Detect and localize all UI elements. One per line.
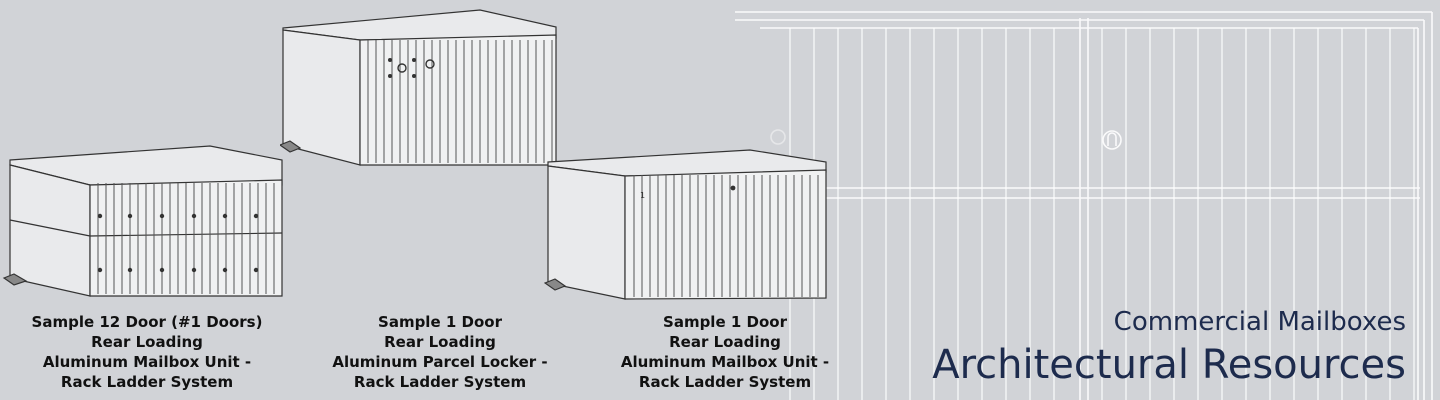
banner-subtitle: Commercial Mailboxes (1113, 307, 1406, 337)
product-caption-parcel-locker: Sample 1 Door Rear Loading Aluminum Parc… (310, 312, 570, 392)
caption-line: Sample 12 Door (#1 Doors) (31, 313, 263, 331)
caption-line: Sample 1 Door (663, 313, 787, 331)
caption-line: Rack Ladder System (60, 373, 234, 391)
caption-line: Rack Ladder System (638, 373, 812, 391)
caption-line: Rear Loading (384, 333, 496, 351)
caption-line: Rack Ladder System (353, 373, 527, 391)
caption-line: Aluminum Mailbox Unit - (42, 353, 252, 371)
twelve-door-mailbox-drawing-icon (2, 145, 283, 297)
caption-line: Rear Loading (669, 333, 781, 351)
caption-line: Sample 1 Door (378, 313, 502, 331)
caption-line: Rear Loading (91, 333, 203, 351)
caption-line: Aluminum Mailbox Unit - (620, 353, 830, 371)
door-number-label: 1 (640, 191, 645, 200)
product-caption-1-door: Sample 1 Door Rear Loading Aluminum Mail… (595, 312, 855, 392)
banner-title: Architectural Resources (932, 342, 1406, 388)
one-door-mailbox-drawing-icon: 1 (544, 149, 827, 300)
caption-line: Aluminum Parcel Locker - (332, 353, 548, 371)
product-caption-12-door: Sample 12 Door (#1 Doors) Rear Loading A… (17, 312, 277, 392)
parcel-locker-drawing-icon (280, 9, 557, 166)
